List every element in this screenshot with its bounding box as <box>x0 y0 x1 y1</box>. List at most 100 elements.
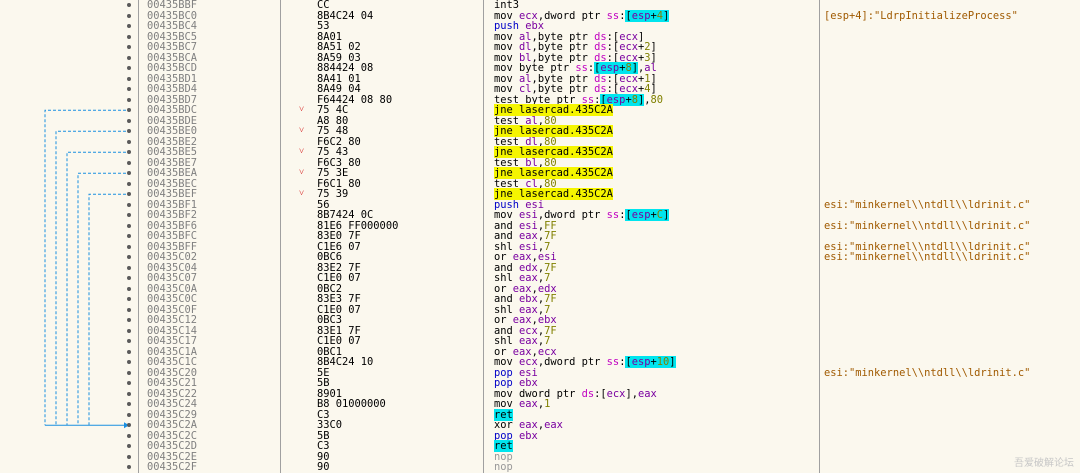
breakpoint-dot[interactable] <box>127 34 131 39</box>
breakpoint-dot[interactable] <box>127 160 131 165</box>
breakpoint-dot[interactable] <box>127 307 131 312</box>
breakpoint-dot[interactable] <box>127 213 131 217</box>
breakpoint-dot[interactable] <box>127 150 131 154</box>
breakpoint-dot[interactable] <box>127 202 131 207</box>
column-divider[interactable] <box>280 0 281 473</box>
breakpoint-dot[interactable] <box>127 171 131 175</box>
instruction-cell: mov dword ptr ds:[ecx],eax <box>494 387 657 400</box>
breakpoint-dot[interactable] <box>127 24 131 28</box>
breakpoint-dot[interactable] <box>127 318 131 322</box>
column-divider[interactable] <box>138 0 139 473</box>
breakpoint-dot[interactable] <box>127 339 131 343</box>
breakpoint-dot[interactable] <box>127 192 131 196</box>
breakpoint-dot[interactable] <box>127 276 131 280</box>
breakpoint-dot[interactable] <box>127 454 131 459</box>
breakpoint-dot[interactable] <box>127 87 131 91</box>
breakpoint-dot[interactable] <box>127 76 131 81</box>
breakpoint-dot[interactable] <box>127 360 131 364</box>
bytes-cell: 8B4C24 04 <box>317 9 374 22</box>
breakpoint-dot[interactable] <box>127 402 131 406</box>
breakpoint-dot[interactable] <box>127 433 131 438</box>
breakpoint-dot[interactable] <box>127 297 131 301</box>
breakpoint-dot[interactable] <box>127 118 131 123</box>
breakpoint-dot[interactable] <box>127 3 131 7</box>
breakpoint-dot[interactable] <box>127 381 131 385</box>
breakpoint-dot[interactable] <box>127 66 131 70</box>
instruction-cell: pop ebx <box>494 429 538 442</box>
breakpoint-dot[interactable] <box>127 139 131 144</box>
breakpoint-dot[interactable] <box>127 13 131 18</box>
breakpoint-dot[interactable] <box>127 349 131 354</box>
breakpoint-dot[interactable] <box>127 255 131 259</box>
breakpoint-dot[interactable] <box>127 265 131 270</box>
breakpoint-dot[interactable] <box>127 244 131 249</box>
comment-cell: esi:"minkernel\\ntdll\\ldrinit.c" <box>824 198 1031 211</box>
breakpoint-dot[interactable] <box>127 412 131 417</box>
column-divider[interactable] <box>483 0 484 473</box>
breakpoint-dot[interactable] <box>127 97 131 102</box>
breakpoint-dot[interactable] <box>127 234 131 238</box>
breakpoint-dot[interactable] <box>127 181 131 186</box>
breakpoint-dot[interactable] <box>127 55 131 60</box>
breakpoint-dot[interactable] <box>127 444 131 448</box>
breakpoint-dot[interactable] <box>127 328 131 333</box>
breakpoint-dot[interactable] <box>127 129 131 133</box>
breakpoint-dot[interactable] <box>127 223 131 228</box>
breakpoint-dot[interactable] <box>127 108 131 112</box>
breakpoint-dot[interactable] <box>127 391 131 396</box>
breakpoint-dot[interactable] <box>127 465 131 469</box>
breakpoint-dot[interactable] <box>127 370 131 375</box>
jump-chevron-icon: ˅ <box>299 147 305 157</box>
breakpoint-dot[interactable] <box>127 45 131 49</box>
breakpoint-dot[interactable] <box>127 286 131 291</box>
column-divider[interactable] <box>819 0 820 473</box>
breakpoint-dot[interactable] <box>127 423 131 427</box>
